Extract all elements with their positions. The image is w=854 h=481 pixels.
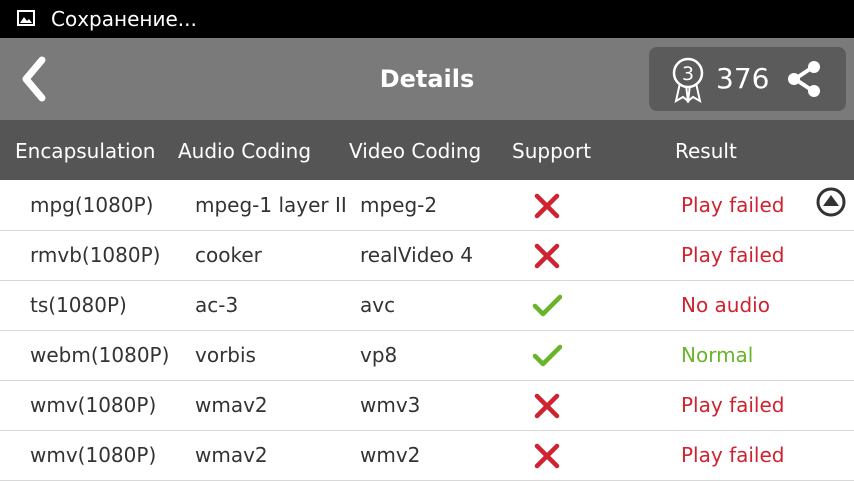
- column-header-encapsulation: Encapsulation: [15, 139, 156, 163]
- table-row[interactable]: wmv(1080P) wmav2 wmv2 Play failed: [0, 430, 854, 481]
- cell-video-coding: vp8: [360, 343, 398, 367]
- award-ribbon-icon: 3: [672, 57, 704, 103]
- score-badge[interactable]: 3 376: [649, 47, 846, 111]
- cell-video-coding: avc: [360, 293, 396, 317]
- scroll-to-top-icon[interactable]: [815, 186, 847, 218]
- status-bar: Сохранение...: [0, 0, 854, 38]
- cross-icon: [534, 243, 560, 269]
- cell-result: Play failed: [681, 193, 785, 217]
- cross-icon: [534, 443, 560, 469]
- cell-audio-coding: cooker: [195, 243, 262, 267]
- column-header-audio: Audio Coding: [178, 139, 312, 163]
- cell-result: Play failed: [681, 443, 785, 467]
- cell-video-coding: wmv3: [360, 393, 421, 417]
- cell-audio-coding: wmav2: [195, 393, 268, 417]
- column-header-result: Result: [675, 139, 737, 163]
- cell-result: Normal: [681, 343, 754, 367]
- cell-audio-coding: ac-3: [195, 293, 239, 317]
- table-row[interactable]: mpg(1080P) mpeg-1 layer II mpeg-2 Play f…: [0, 180, 854, 231]
- table-row[interactable]: webm(1080P) vorbis vp8 Normal: [0, 330, 854, 381]
- cross-icon: [534, 193, 560, 219]
- column-header-support: Support: [512, 139, 592, 163]
- cell-result: Play failed: [681, 393, 785, 417]
- cross-icon: [534, 393, 560, 419]
- check-icon: [532, 294, 562, 317]
- table-row[interactable]: wmv(1080P) wmav2 wmv3 Play failed: [0, 380, 854, 431]
- cell-result: No audio: [681, 293, 770, 317]
- table-row[interactable]: rmvb(1080P) cooker realVideo 4 Play fail…: [0, 230, 854, 281]
- cell-encapsulation: wmv(1080P): [30, 393, 157, 417]
- image-icon: [17, 10, 35, 26]
- cell-encapsulation: wmv(1080P): [30, 443, 157, 467]
- check-icon: [532, 344, 562, 367]
- status-text: Сохранение...: [51, 7, 197, 31]
- award-level: 3: [682, 63, 694, 85]
- cell-encapsulation: ts(1080P): [30, 293, 127, 317]
- back-button[interactable]: [12, 52, 62, 106]
- cell-audio-coding: wmav2: [195, 443, 268, 467]
- share-icon[interactable]: [783, 59, 827, 99]
- score-value: 376: [716, 62, 770, 95]
- cell-encapsulation: mpg(1080P): [30, 193, 154, 217]
- chevron-left-icon: [22, 56, 46, 102]
- cell-video-coding: wmv2: [360, 443, 421, 467]
- cell-video-coding: mpeg-2: [360, 193, 438, 217]
- cell-encapsulation: webm(1080P): [30, 343, 170, 367]
- cell-audio-coding: vorbis: [195, 343, 256, 367]
- results-table: mpg(1080P) mpeg-1 layer II mpeg-2 Play f…: [0, 180, 854, 481]
- cell-encapsulation: rmvb(1080P): [30, 243, 161, 267]
- cell-result: Play failed: [681, 243, 785, 267]
- cell-video-coding: realVideo 4: [360, 243, 474, 267]
- table-row[interactable]: ts(1080P) ac-3 avc No audio: [0, 280, 854, 331]
- app-header: Details 3 376: [0, 38, 854, 120]
- cell-audio-coding: mpeg-1 layer II: [195, 193, 347, 217]
- column-header-video: Video Coding: [349, 139, 482, 163]
- column-header-row: Encapsulation Audio Coding Video Coding …: [0, 120, 854, 180]
